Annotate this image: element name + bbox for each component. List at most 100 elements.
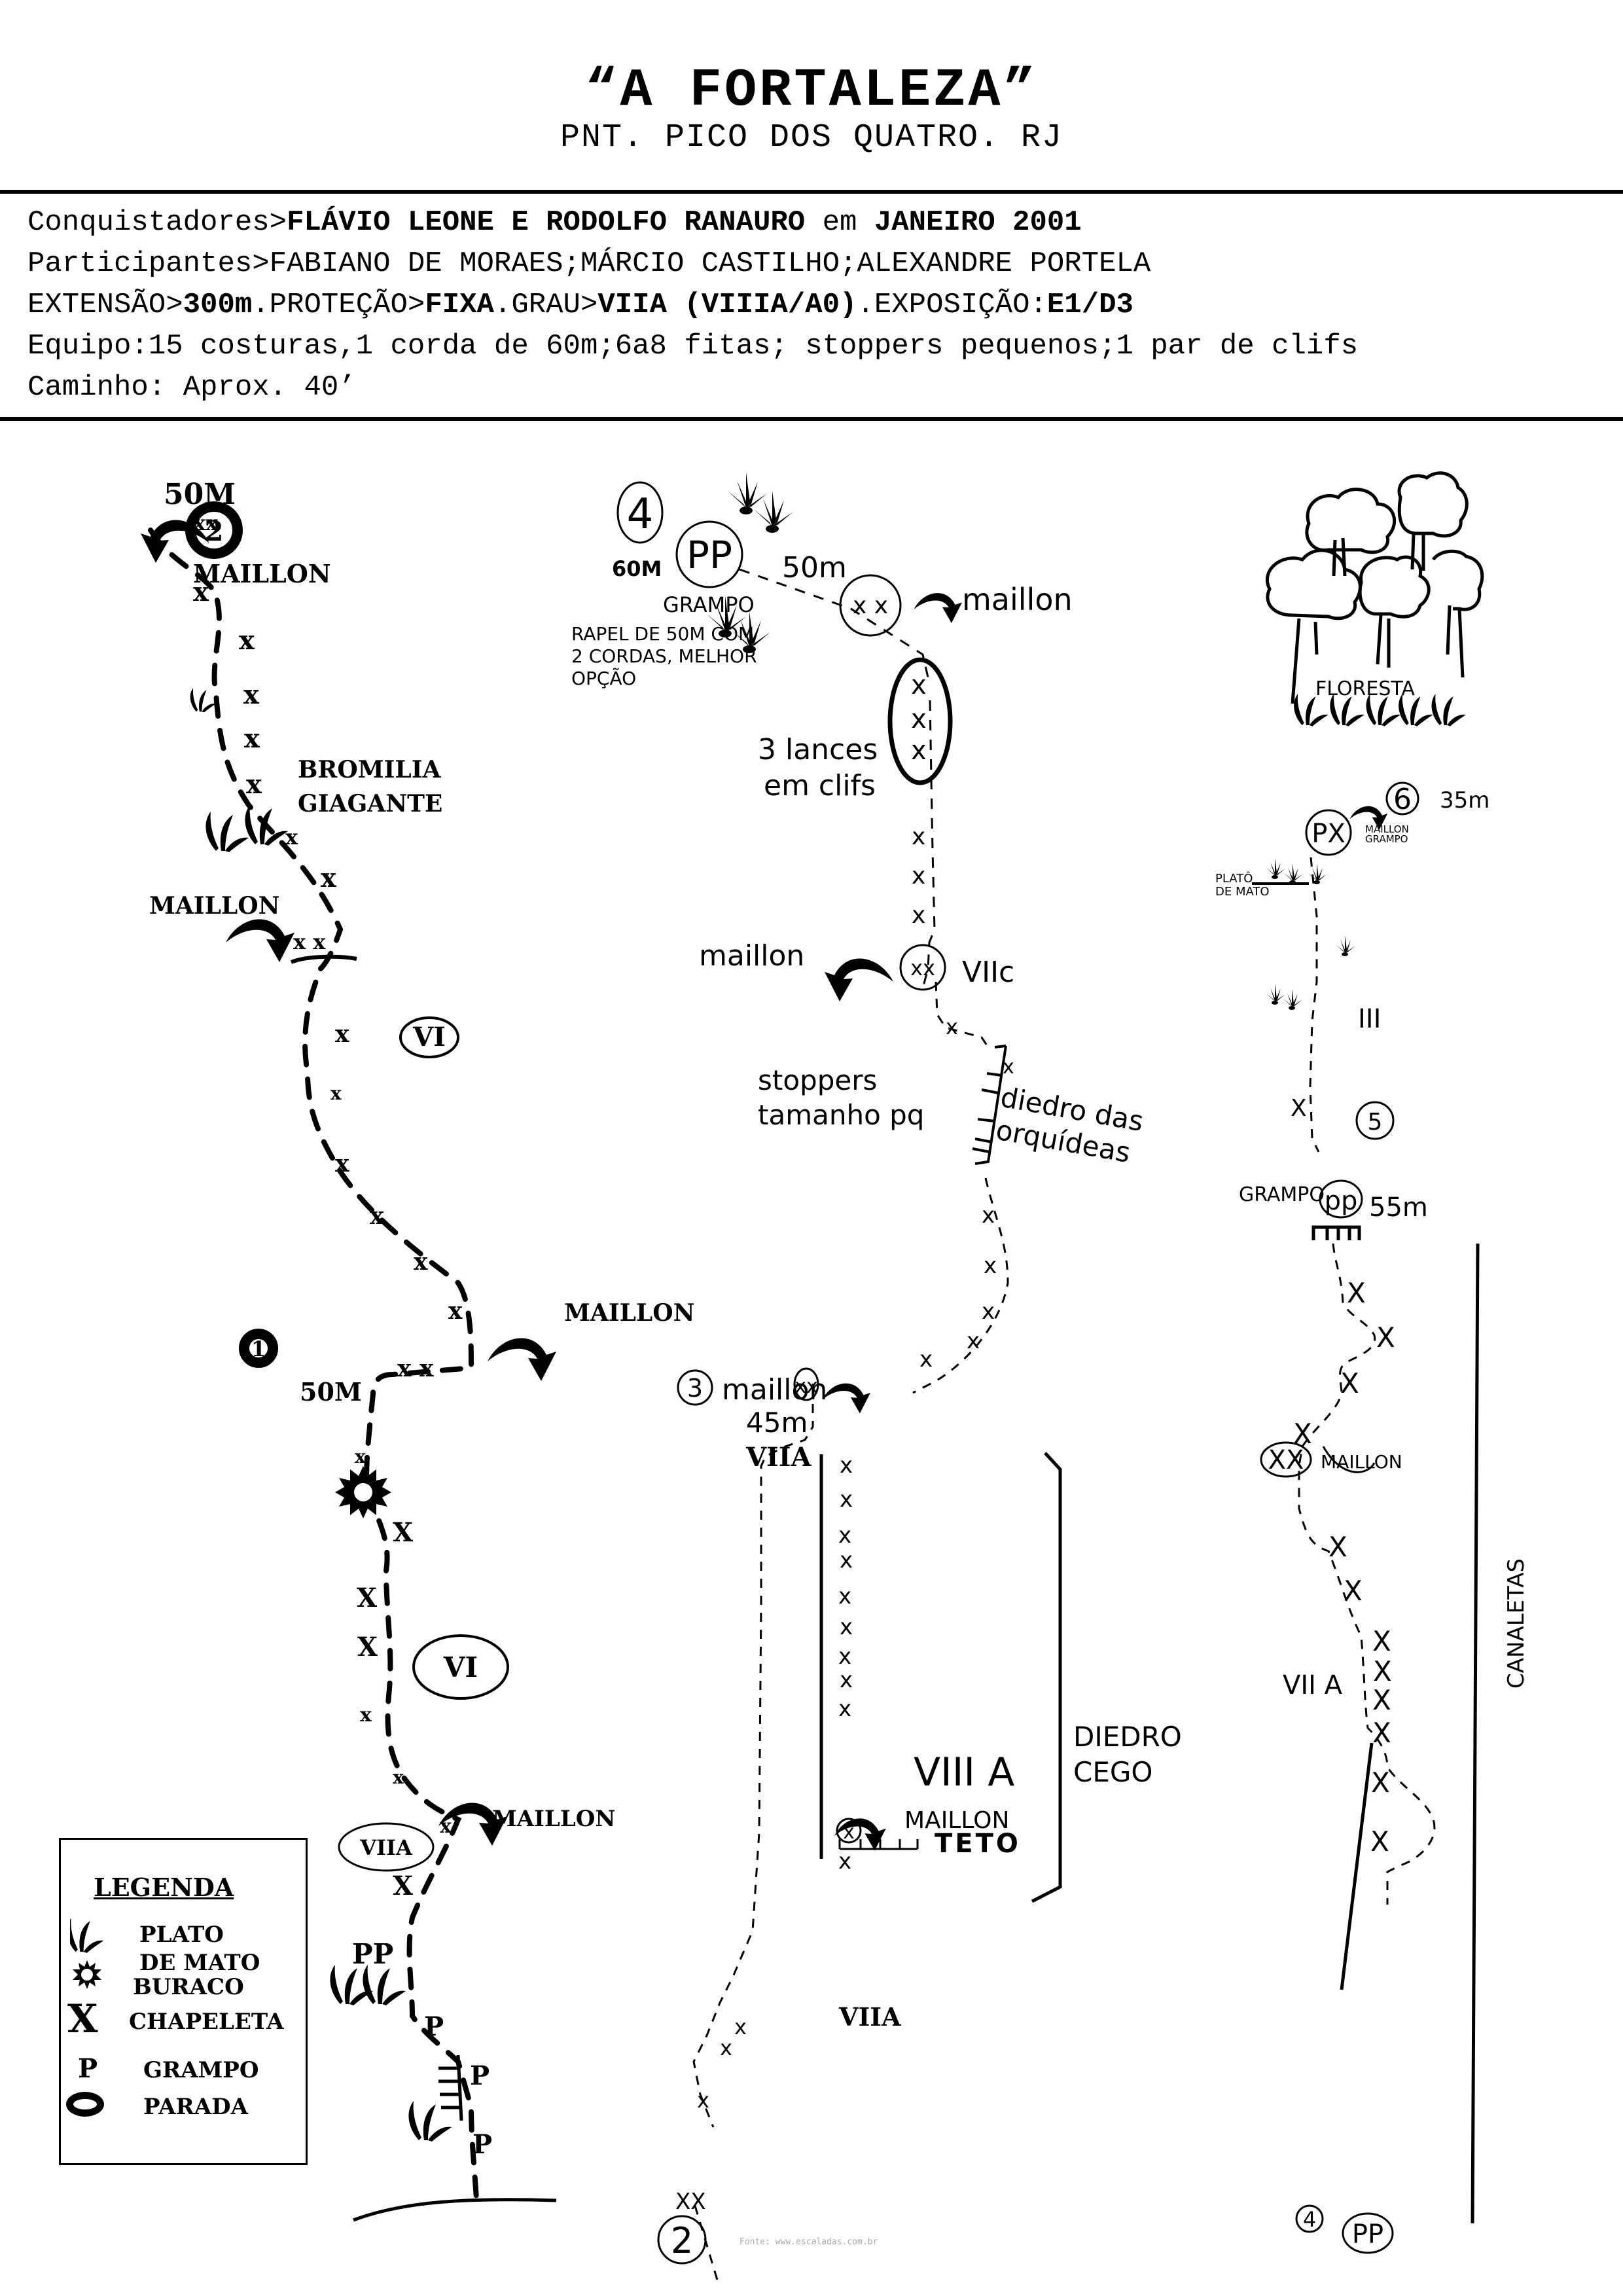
stop-4-ring — [616, 481, 664, 544]
stop-3-length: 45m — [746, 1407, 808, 1439]
bolt-x-icon: x — [911, 736, 927, 766]
roof-label: TETO — [935, 1829, 1021, 1859]
belay-px-label: PX — [1311, 819, 1346, 849]
canaletas-line — [1471, 1243, 1480, 2224]
bolts-clifs: x x x — [911, 670, 927, 766]
belay-pp-label: PP — [352, 1938, 393, 1970]
label: .GRAU> — [493, 289, 598, 321]
bolt-x-icon: x — [360, 1704, 372, 1727]
belay-pp-label: PP — [1352, 2219, 1383, 2250]
value: FIXA — [425, 289, 494, 321]
stop-6-ring — [1385, 781, 1419, 816]
pitch-2-length: 50M — [164, 478, 236, 511]
label: em — [805, 206, 874, 239]
bolt-x-icon: X — [1344, 1575, 1363, 1607]
crack-marks — [438, 2054, 463, 2121]
belay-pp-label: PP — [687, 533, 732, 577]
maillon-label: MAILLON — [564, 1299, 695, 1327]
dihedral-cego-label-1: DIEDRO — [1073, 1721, 1182, 1753]
bolt-x-icon: x — [734, 2015, 747, 2039]
forest-icon — [1265, 471, 1484, 704]
stop-5-number: 5 — [1368, 1109, 1383, 1136]
anchor-ring — [899, 944, 946, 991]
stop-1-number: 1 — [251, 1336, 266, 1361]
bolt-x-icon: x — [840, 1486, 853, 1513]
value: 300m — [183, 289, 253, 321]
legend-label: DE MATO — [139, 1950, 260, 1976]
value: (VIIIA/A0) — [667, 289, 857, 321]
stop-1-length: 50M — [300, 1377, 362, 1407]
route-line — [739, 568, 929, 678]
info-specs: EXTENSÃO>300m.PROTEÇÃO>FIXA.GRAU>VIIA (V… — [27, 289, 1133, 321]
forest-label: FLORESTA — [1315, 677, 1415, 700]
legend: LEGENDA PLATO DE MATO BURACO X CHAPELETA… — [59, 1838, 308, 2165]
route-column-1: 2 50M xx MAILLON x x x x x x x x x BROMI… — [141, 478, 695, 2222]
maillon-grampo-label-2: GRAMPO — [1365, 833, 1408, 845]
bolt-x-icon: X — [1347, 1277, 1366, 1309]
legend-label: CHAPELETA — [129, 2009, 284, 2035]
route-column-3: FLORESTA PX 6 35m MAILLON GRAMPO PLATÔ D… — [1215, 471, 1529, 2254]
bolt-x-icon: x — [912, 863, 925, 889]
maillon-label: maillon — [962, 582, 1073, 617]
legend-label: BURACO — [133, 1974, 244, 2000]
bromelia-icon — [205, 812, 249, 852]
label: .EXPOSIÇÃO: — [857, 289, 1047, 321]
divider-bottom — [0, 417, 1623, 421]
bolt-x-icon: X — [1372, 1717, 1391, 1749]
bolt-x-icon: X — [393, 1871, 413, 1901]
anchor-bolts-label: XX — [1268, 1445, 1304, 1475]
info-caminho: Caminho: Aprox. 40’ — [27, 371, 356, 404]
bolt-x-icon: x — [840, 1614, 853, 1640]
bolt-x-icon: x x — [397, 1355, 434, 1382]
dihedral-ticks — [972, 1045, 1007, 1153]
bolt-x-icon: X — [1372, 1625, 1391, 1657]
bolts-dihedral: x x x x x x x x x x — [838, 1452, 853, 1874]
label: EXTENSÃO> — [27, 289, 183, 321]
bolt-x-icon: x — [982, 1202, 995, 1229]
bolt-x-icon: x — [355, 1446, 366, 1467]
ledge-marks — [1311, 1225, 1361, 1240]
grade-label: III — [1358, 1004, 1381, 1034]
bolts-lower: x X X X x x x X — [355, 1446, 452, 1901]
grade-label: VIIA — [359, 1835, 413, 1860]
bolt-x-icon: x — [246, 769, 262, 800]
anchor-ring — [1260, 1441, 1312, 1478]
piton-label: P — [470, 2060, 490, 2091]
bromelia-label-2: GIAGANTE — [298, 790, 442, 817]
grade-label: VIII A — [914, 1749, 1014, 1795]
fan-plant-icon — [1266, 984, 1285, 1005]
bolt-x-icon: x — [193, 577, 209, 607]
bolt-x-icon: xx — [193, 511, 219, 535]
bolt-x-icon: x — [840, 1667, 853, 1693]
crack-line — [1340, 1742, 1374, 1990]
bolt-x-icon: x — [393, 1767, 404, 1788]
bolt-x-icon: x — [912, 823, 925, 850]
grade-label: VIIc — [962, 956, 1014, 989]
grade-badge — [338, 1822, 435, 1872]
bolt-x-icon: x — [697, 2088, 709, 2113]
bolt-x-icon: X — [1340, 1367, 1359, 1399]
bolt-x-icon: x — [720, 2036, 732, 2060]
belay-px-ring — [1305, 809, 1352, 856]
plant-icon — [363, 1965, 406, 2005]
maillon-grampo-label-1: MAILLON — [1365, 823, 1409, 835]
info-equipo: Equipo:15 costuras,1 corda de 60m;6a8 fi… — [27, 330, 1359, 363]
bolt-x-icon: X — [1376, 1321, 1395, 1354]
stop-3-ring — [677, 1369, 713, 1406]
maillon-label: MAILLON — [492, 1806, 615, 1832]
value: E1/D3 — [1046, 289, 1133, 321]
belay-pp-ring — [1342, 2212, 1394, 2254]
plant-icon — [70, 1918, 104, 1953]
bolt-x-icon: x — [838, 1696, 851, 1722]
bolt-x-icon: X — [1291, 1095, 1307, 1122]
bolts-upper: x x x x x x x x x — [193, 577, 337, 954]
value: FABIANO DE MORAES;MÁRCIO CASTILHO;ALEXAN… — [269, 247, 1151, 280]
grade-label: VI — [412, 1022, 446, 1052]
grade-label: VII A — [1283, 1670, 1343, 1700]
bolt-x-icon: X — [1370, 1825, 1389, 1857]
stop-2-ring — [657, 2215, 707, 2265]
fan-plant-icon — [1283, 863, 1303, 884]
bolts: X X X X X X X X X X X X — [1293, 1277, 1395, 1857]
stop-1-ring — [239, 1329, 278, 1368]
stop-5-ring — [1355, 1101, 1395, 1140]
